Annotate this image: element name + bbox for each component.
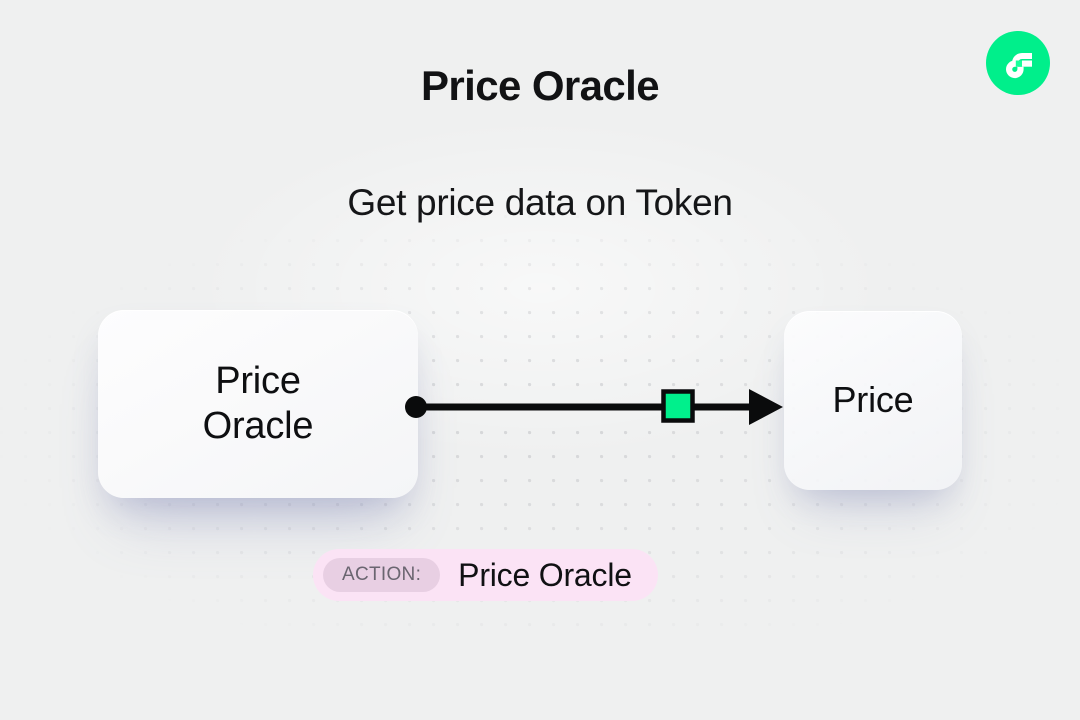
edge-chip-square[interactable] [661,389,695,423]
action-tag-label: ACTION: [323,558,441,592]
page-subtitle: Get price data on Token [347,182,733,223]
edge-arrowhead-icon [749,389,783,425]
node-target-label: Price [832,379,914,421]
node-price[interactable]: Price [784,311,962,490]
flow-logo-icon [986,31,1050,95]
node-price-oracle[interactable]: Price Oracle [98,310,418,498]
node-source-label-line2: Oracle [202,405,314,447]
action-value: Price Oracle [458,556,632,593]
action-badge[interactable]: ACTION: Price Oracle [313,549,658,601]
node-source-label: Price Oracle [203,359,314,449]
page-title: Price Oracle [421,62,660,109]
node-source-label-line1: Price [215,360,301,403]
